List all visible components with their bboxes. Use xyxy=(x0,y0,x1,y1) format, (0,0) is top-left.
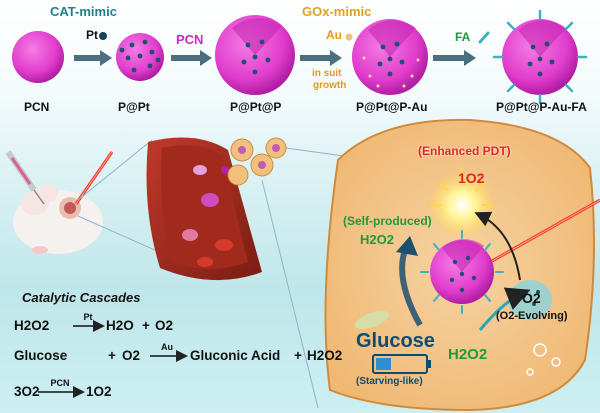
pt-nanoparticles xyxy=(119,39,161,73)
au-label: Au xyxy=(326,28,342,42)
glucose-to-h2o2-arrow xyxy=(399,249,423,327)
tumor-cells xyxy=(227,137,287,186)
pcn-sphere xyxy=(12,31,64,83)
eq2-oxygen: O2 xyxy=(122,348,141,363)
step-arrow-3 xyxy=(300,50,342,66)
glucose-cell-label: Glucose xyxy=(356,330,435,352)
step-arrow-2 xyxy=(171,50,212,66)
eq1-plus: + xyxy=(142,318,150,333)
gox-mimic-label: GOx-mimic xyxy=(302,4,372,19)
self-produced-label: (Self-produced) xyxy=(343,214,432,228)
step-label-pcn: PCN xyxy=(24,100,50,114)
step-label-p-pt: P@Pt xyxy=(118,100,150,114)
fa-stick-icon xyxy=(478,31,490,44)
pt-dot-icon xyxy=(99,32,107,40)
cascade-title: Catalytic Cascades xyxy=(22,290,141,305)
eq1-product-1: H2O xyxy=(106,318,134,333)
eq2-plus-1: + xyxy=(108,348,116,363)
mouse-illustration xyxy=(13,184,103,254)
eq2-plus-2: + xyxy=(294,348,302,363)
step-arrow-1 xyxy=(74,50,112,66)
step-label-p-pt-p: P@Pt@P xyxy=(230,100,282,114)
eq3-product: 1O2 xyxy=(86,384,112,399)
syringe-icon xyxy=(5,150,45,205)
eq1-catalyst: Pt xyxy=(83,312,93,322)
h2o2-cell-bottom-label: H2O2 xyxy=(448,346,488,363)
eq2-product-1: Gluconic Acid xyxy=(190,348,281,363)
eq2-catalyst: Au xyxy=(161,342,173,352)
growth-label: growth xyxy=(313,80,347,91)
o2-to-singlet-arrow xyxy=(474,211,521,281)
cat-mimic-label: CAT-mimic xyxy=(50,4,117,19)
eq2-reactant: Glucose xyxy=(14,348,68,363)
singlet-oxygen-label: 1O2 xyxy=(458,170,485,186)
o2-cell-label: O2 xyxy=(522,290,541,306)
fa-label: FA xyxy=(455,30,471,44)
in-situ-label: in suit xyxy=(312,68,342,79)
step-arrow-4 xyxy=(433,50,476,66)
eq2-product-2: H2O2 xyxy=(307,348,343,363)
pt-label: Pt xyxy=(86,28,98,42)
eq3-catalyst: PCN xyxy=(50,378,70,388)
pcn-arrow-label: PCN xyxy=(176,32,204,47)
h2o2-to-o2-arrow xyxy=(478,287,531,331)
enhanced-pdt-label: (Enhanced PDT) xyxy=(418,144,511,158)
eq1-reactant: H2O2 xyxy=(14,318,50,333)
h2o2-cell-top-label: H2O2 xyxy=(360,232,394,247)
step-label-p-pt-p-au-fa: P@Pt@P-Au-FA xyxy=(496,100,587,114)
au-dot-icon xyxy=(345,33,353,41)
starving-label: (Starving-like) xyxy=(356,376,423,387)
eq3-reactant: 3O2 xyxy=(14,384,40,399)
eq1-product-2: O2 xyxy=(155,318,174,333)
step-label-p-pt-p-au: P@Pt@P-Au xyxy=(356,100,428,114)
o2-evolving-label: (O2-Evolving) xyxy=(496,310,568,322)
